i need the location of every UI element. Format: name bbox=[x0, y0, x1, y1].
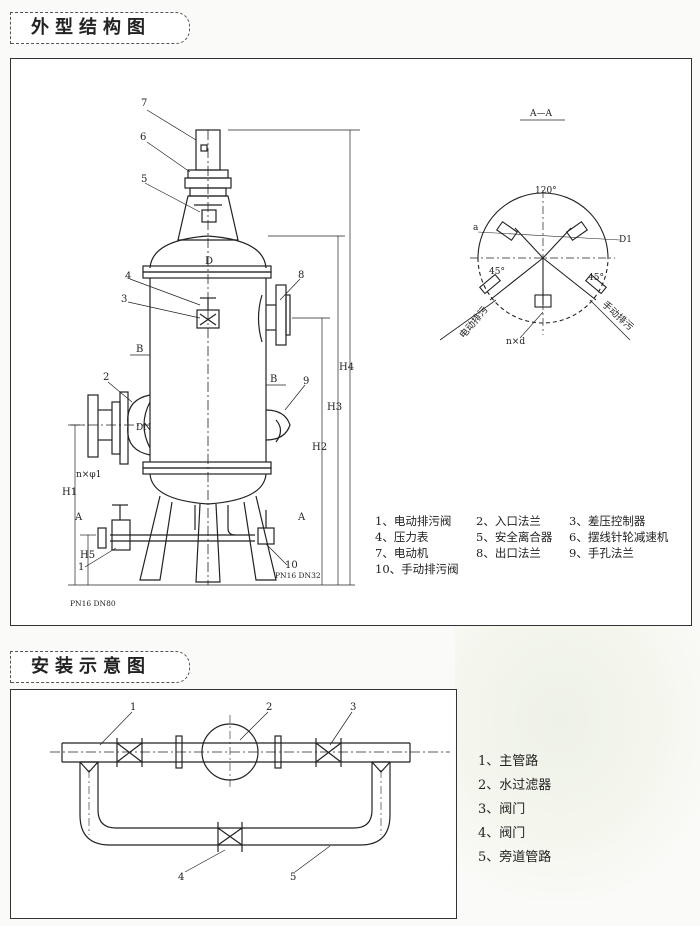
label-H2: H2 bbox=[312, 442, 327, 453]
label-A-right: A bbox=[297, 512, 306, 523]
install-callout-3: 3 bbox=[350, 702, 356, 713]
installation-diagram-frame bbox=[10, 689, 457, 919]
label-H1: H1 bbox=[62, 487, 77, 498]
label-inlet-spec: PN16 DN80 bbox=[70, 599, 116, 608]
label-angle-left-45: 45° bbox=[489, 267, 505, 277]
label-B-left: B bbox=[136, 344, 143, 355]
label-H5: H5 bbox=[80, 550, 95, 561]
install-legend-item-3: 3、阀门 bbox=[478, 802, 526, 817]
install-legend-item-1: 1、主管路 bbox=[478, 754, 539, 769]
label-angle-120: 120° bbox=[535, 186, 557, 196]
background-leaf-watermark bbox=[455, 600, 700, 900]
label-H4: H4 bbox=[339, 362, 354, 373]
label-A-left: A bbox=[74, 512, 83, 523]
install-callout-5: 5 bbox=[290, 872, 296, 883]
callout-9: 9 bbox=[303, 376, 309, 387]
label-section-AA: A—A bbox=[529, 109, 552, 119]
label-H3: H3 bbox=[327, 402, 342, 413]
callout-10: 10 bbox=[285, 560, 298, 571]
legend-item-7: 7、电动机 bbox=[375, 546, 429, 560]
section-title-structure: 外型结构图 bbox=[10, 12, 190, 44]
legend-item-9: 9、手孔法兰 bbox=[569, 546, 634, 560]
label-n-x-d: n×d bbox=[506, 337, 525, 347]
callout-8: 8 bbox=[298, 270, 304, 281]
callout-1: 1 bbox=[78, 562, 84, 573]
label-electric-drain: 电动排污 bbox=[457, 304, 491, 341]
label-outlet-spec: PN16 DN32 bbox=[275, 571, 321, 580]
label-D: D bbox=[205, 256, 213, 267]
legend-item-3: 3、差压控制器 bbox=[569, 514, 646, 528]
label-D1: D1 bbox=[619, 235, 632, 245]
install-legend-item-4: 4、阀门 bbox=[478, 826, 526, 841]
legend-item-10: 10、手动排污阀 bbox=[375, 562, 459, 576]
install-callout-4: 4 bbox=[178, 872, 184, 883]
install-legend-item-2: 2、水过滤器 bbox=[478, 778, 552, 793]
legend-item-5: 5、安全离合器 bbox=[476, 530, 553, 544]
callout-7: 7 bbox=[141, 98, 147, 109]
callout-2: 2 bbox=[103, 372, 109, 383]
legend-item-2: 2、入口法兰 bbox=[476, 514, 541, 528]
callout-4: 4 bbox=[125, 271, 131, 282]
label-DN: DN bbox=[136, 423, 151, 433]
structure-diagram-frame bbox=[10, 58, 692, 626]
legend-item-8: 8、出口法兰 bbox=[476, 546, 541, 560]
callout-3: 3 bbox=[121, 294, 127, 305]
legend-item-6: 6、摆线针轮减速机 bbox=[569, 530, 669, 544]
legend-item-1: 1、电动排污阀 bbox=[375, 514, 452, 528]
install-callout-2: 2 bbox=[266, 702, 272, 713]
label-B-right: B bbox=[270, 374, 277, 385]
callout-5: 5 bbox=[141, 174, 147, 185]
install-callout-1: 1 bbox=[130, 702, 136, 713]
label-angle-right-45: 45° bbox=[588, 273, 604, 283]
legend-item-4: 4、压力表 bbox=[375, 530, 429, 544]
label-a: a bbox=[473, 223, 479, 233]
label-n-phi1: n×φ1 bbox=[76, 470, 101, 480]
install-legend-item-5: 5、旁道管路 bbox=[478, 850, 552, 865]
callout-6: 6 bbox=[140, 132, 146, 143]
section-title-installation: 安装示意图 bbox=[10, 651, 190, 683]
